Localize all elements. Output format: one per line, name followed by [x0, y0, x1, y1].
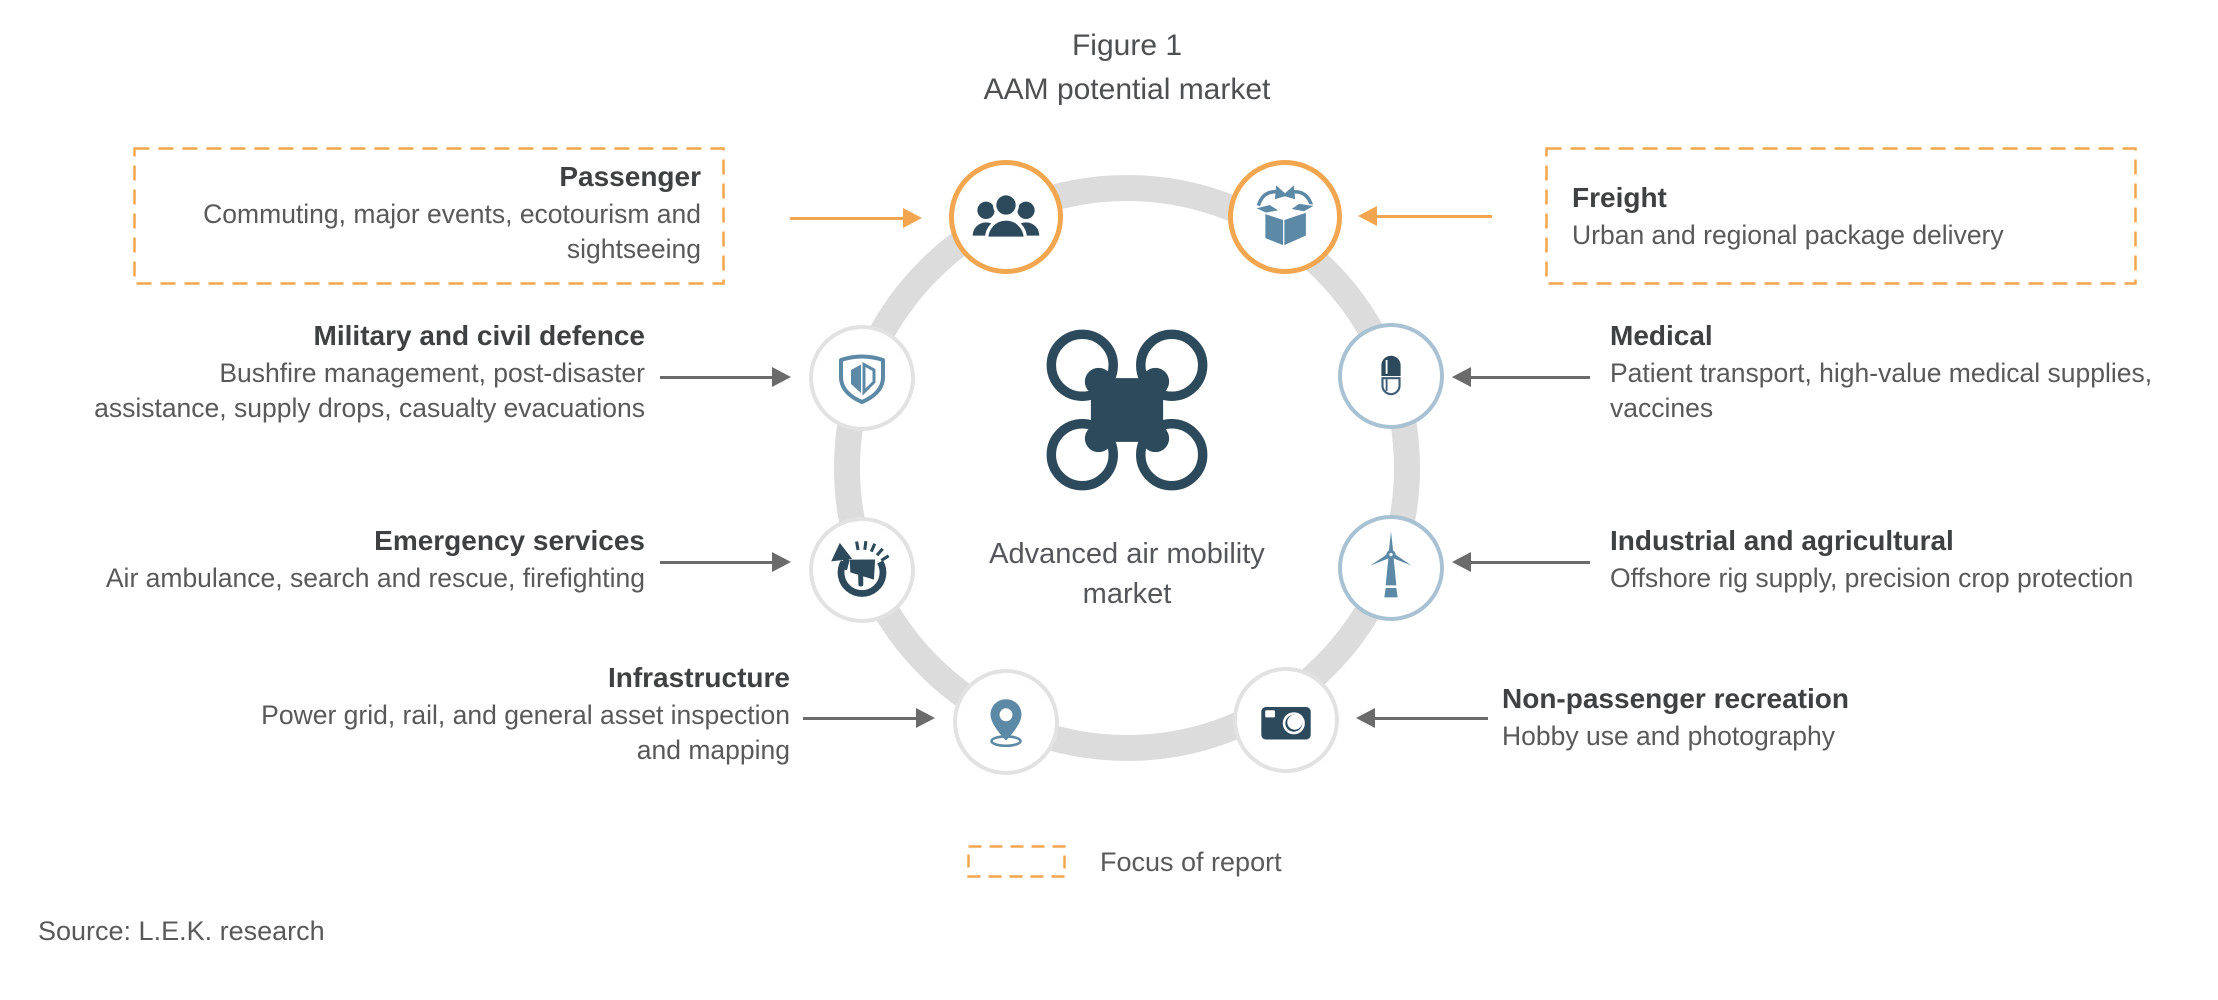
infrastructure-label-block: Infrastructure Power grid, rail, and gen…: [165, 660, 790, 768]
passenger-focus-box: Passenger Commuting, major events, ecoto…: [133, 147, 725, 285]
recreation-label: Non-passenger recreation: [1502, 683, 1849, 714]
dashed-border: [1545, 147, 2137, 285]
arrow-line: [1373, 214, 1492, 218]
military-description: Bushfire management, post-disaster assis…: [94, 358, 645, 423]
passenger-description: Commuting, major events, ecotourism and …: [203, 199, 701, 264]
infrastructure-description: Power grid, rail, and general asset insp…: [261, 700, 790, 765]
dashed-border: [133, 147, 725, 285]
arrow-line: [790, 216, 907, 220]
arrow-head: [903, 208, 922, 228]
arrow-head: [1358, 206, 1377, 226]
recreation-label-block: Non-passenger recreation Hobby use and p…: [1502, 681, 2102, 754]
arrow-head: [1356, 708, 1375, 728]
emergency-description: Air ambulance, search and rescue, firefi…: [105, 563, 645, 593]
medical-label-block: Medical Patient transport, high-value me…: [1610, 318, 2200, 426]
industrial-label: Industrial and agricultural: [1610, 525, 1954, 556]
camera-icon: [1261, 707, 1311, 740]
industrial-node: [1338, 515, 1444, 621]
arrow-line: [1467, 375, 1590, 379]
infrastructure-node: [953, 669, 1059, 775]
focus-legend-swatch: [967, 845, 1066, 878]
infrastructure-label: Infrastructure: [607, 662, 790, 693]
arrow-line: [660, 375, 776, 379]
wind-turbine-icon: [1370, 531, 1412, 598]
dashed-rectangle-icon: [967, 845, 1066, 878]
freight-label: Freight: [1572, 182, 1667, 213]
arrow-head: [916, 708, 935, 728]
arrow-head: [772, 367, 791, 387]
passenger-node: [949, 160, 1063, 274]
hub-label: Advanced air mobility market: [989, 538, 1265, 610]
arrow-head: [1452, 367, 1471, 387]
open-box-icon: [1253, 185, 1317, 247]
passenger-label: Passenger: [559, 161, 701, 192]
people-icon: [972, 192, 1040, 240]
freight-node: [1228, 160, 1342, 274]
figure-title: Figure 1 AAM potential market: [983, 29, 1271, 106]
map-pin-icon: [990, 699, 1022, 748]
emergency-label-block: Emergency services Air ambulance, search…: [20, 523, 645, 596]
military-label-block: Military and civil defence Bushfire mana…: [20, 318, 645, 426]
military-label: Military and civil defence: [313, 320, 645, 351]
industrial-label-block: Industrial and agricultural Offshore rig…: [1610, 523, 2200, 596]
industrial-description: Offshore rig supply, precision crop prot…: [1610, 563, 2134, 593]
arrow-line: [803, 716, 920, 720]
arrow-head: [772, 552, 791, 572]
recreation-node: [1233, 667, 1339, 773]
capsule-icon: [1381, 355, 1401, 396]
freight-focus-box: Freight Urban and regional package deliv…: [1545, 147, 2137, 285]
recreation-description: Hobby use and photography: [1502, 721, 1835, 751]
freight-description: Urban and regional package delivery: [1572, 220, 2004, 250]
drone-icon: [1046, 329, 1208, 491]
arrow-line: [1371, 716, 1488, 720]
medical-label: Medical: [1610, 320, 1713, 351]
shield-icon: [839, 354, 885, 404]
medical-node: [1338, 323, 1444, 429]
arrow-head: [1452, 552, 1471, 572]
focus-legend-label: Focus of report: [1100, 847, 1282, 877]
emergency-label: Emergency services: [374, 525, 645, 556]
arrow-line: [1467, 560, 1590, 564]
arrow-line: [660, 560, 776, 564]
megaphone-icon: [831, 541, 890, 597]
emergency-node: [809, 517, 915, 623]
military-node: [809, 325, 915, 431]
medical-description: Patient transport, high-value medical su…: [1610, 358, 2153, 423]
source-note: Source: L.E.K. research: [38, 916, 325, 946]
